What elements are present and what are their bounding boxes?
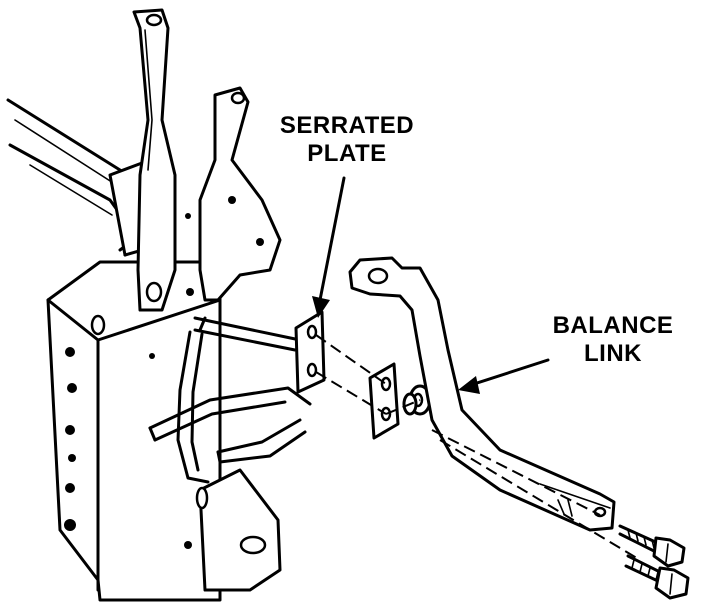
serrated-plate-mounted: [294, 310, 326, 394]
secondary-lever: [185, 86, 282, 302]
mounting-plate: [46, 260, 222, 602]
balance-link-label: BALANCE LINK: [538, 312, 688, 368]
serrated-plate-label-line1: SERRATED: [279, 112, 415, 139]
serrated-plate-label-line2: PLATE: [307, 140, 387, 167]
bolt-upper: [618, 524, 686, 568]
alignment-lines: [315, 334, 641, 561]
balance-link-arrow: [458, 358, 550, 394]
bolt-lower: [624, 554, 690, 600]
lower-bracket: [195, 468, 282, 592]
balance-link-label-line1: BALANCE: [552, 312, 674, 339]
serrated-plate-loose: [368, 362, 400, 440]
serrated-plate-arrow: [312, 176, 346, 318]
balance-link-label-line2: LINK: [584, 340, 642, 367]
balance-link: [348, 256, 616, 532]
serrated-plate-label: SERRATED PLATE: [262, 112, 432, 168]
pivot-lever: [132, 8, 177, 312]
